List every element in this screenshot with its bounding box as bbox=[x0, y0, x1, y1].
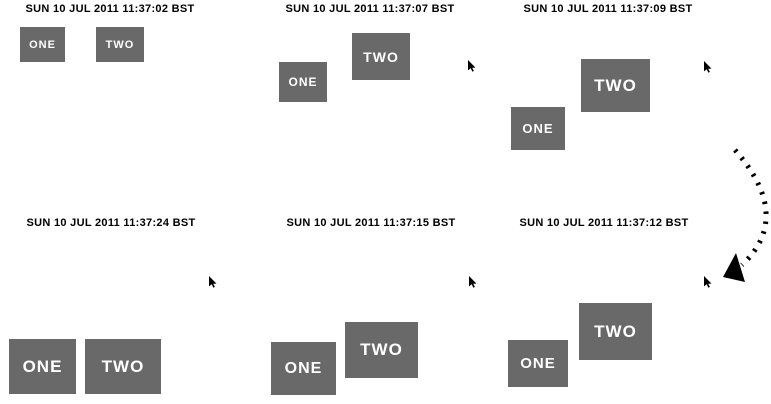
timestamp-label: SUN 10 JUL 2011 11:37:24 BST bbox=[26, 217, 196, 229]
window-title: TWO bbox=[594, 321, 637, 341]
window-title: TWO bbox=[363, 48, 399, 65]
window-one[interactable]: ONE bbox=[271, 342, 336, 395]
window-two[interactable]: TWO bbox=[352, 33, 410, 80]
timestamp-label: SUN 10 JUL 2011 11:37:07 BST bbox=[285, 3, 455, 15]
timestamp-label: SUN 10 JUL 2011 11:37:15 BST bbox=[286, 217, 456, 229]
window-one[interactable]: ONE bbox=[508, 340, 568, 387]
window-title: TWO bbox=[360, 340, 403, 359]
window-title: ONE bbox=[22, 356, 63, 376]
window-title: ONE bbox=[520, 355, 556, 372]
window-two[interactable]: TWO bbox=[579, 303, 652, 360]
window-two[interactable]: TWO bbox=[85, 339, 161, 394]
window-title: TWO bbox=[105, 38, 135, 51]
window-two[interactable]: TWO bbox=[345, 322, 418, 378]
timestamp-label: SUN 10 JUL 2011 11:37:12 BST bbox=[519, 217, 689, 229]
sequence-arrow-icon bbox=[723, 148, 769, 282]
window-one[interactable]: ONE bbox=[511, 107, 565, 150]
mouse-cursor-icon bbox=[704, 61, 712, 73]
window-one[interactable]: ONE bbox=[9, 339, 76, 394]
window-one[interactable]: ONE bbox=[279, 62, 327, 102]
timestamp-label: SUN 10 JUL 2011 11:37:02 BST bbox=[25, 3, 195, 15]
window-title: TWO bbox=[594, 75, 637, 95]
mouse-cursor-icon bbox=[704, 276, 712, 288]
timestamp-label: SUN 10 JUL 2011 11:37:09 BST bbox=[523, 3, 693, 15]
window-one[interactable]: ONE bbox=[20, 27, 65, 62]
window-two[interactable]: TWO bbox=[581, 59, 650, 112]
mouse-cursor-icon bbox=[468, 60, 476, 72]
window-title: ONE bbox=[288, 75, 318, 89]
window-title: ONE bbox=[284, 359, 323, 377]
window-title: ONE bbox=[522, 121, 554, 136]
mouse-cursor-icon bbox=[469, 276, 477, 288]
mouse-cursor-icon bbox=[209, 276, 217, 288]
window-two[interactable]: TWO bbox=[96, 27, 144, 62]
window-title: ONE bbox=[29, 38, 56, 51]
window-title: TWO bbox=[101, 356, 145, 376]
